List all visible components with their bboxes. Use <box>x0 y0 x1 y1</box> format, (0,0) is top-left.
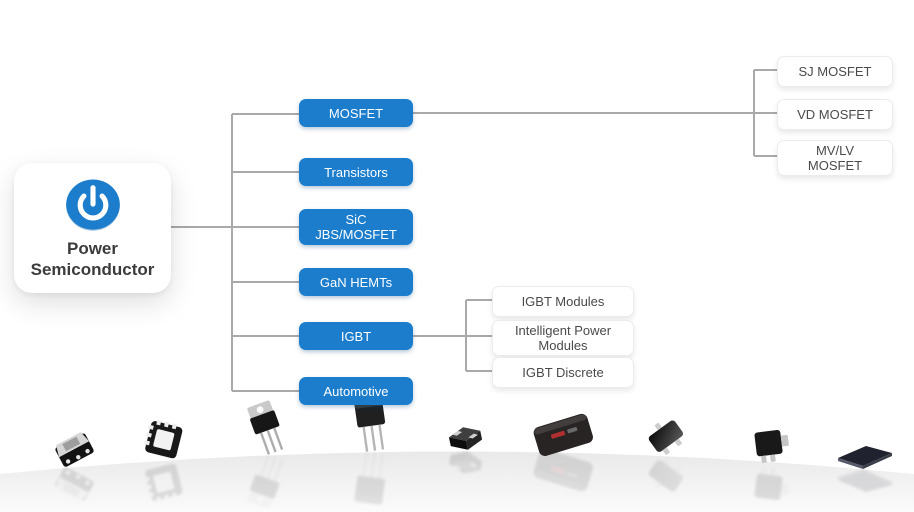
category-button-transistors[interactable]: Transistors <box>299 158 413 186</box>
dfn-package-icon <box>45 415 105 475</box>
to220-package-reflection <box>235 451 295 511</box>
smd-diode-package-icon <box>435 398 495 458</box>
category-button-mosfet[interactable]: MOSFET <box>299 99 413 127</box>
power-module-package-icon <box>527 400 599 460</box>
to220-package-icon <box>235 398 295 458</box>
qfn-bottom-package-icon <box>135 409 195 469</box>
sot23-package-icon <box>637 404 697 464</box>
to247-package-reflection <box>340 449 400 509</box>
power-icon <box>65 179 120 231</box>
leaf-card-igbt-discrete[interactable]: IGBT Discrete <box>492 357 634 388</box>
category-button-igbt[interactable]: IGBT <box>299 322 413 350</box>
qfn-flat-package-icon <box>832 416 898 476</box>
leaf-card-intelligent-power-modules[interactable]: Intelligent Power Modules <box>492 320 634 356</box>
leaf-card-igbt-modules[interactable]: IGBT Modules <box>492 286 634 317</box>
category-button-gan-hemts[interactable]: GaN HEMTs <box>299 268 413 296</box>
leaf-card-sj-mosfet[interactable]: SJ MOSFET <box>777 56 893 87</box>
root-node-label: Power Semiconductor <box>30 239 155 279</box>
leaf-card-vd-mosfet[interactable]: VD MOSFET <box>777 99 893 130</box>
sot223-package-icon <box>740 417 800 477</box>
category-button-automotive[interactable]: Automotive <box>299 377 413 405</box>
category-button-sic-jbs-mosfet[interactable]: SiC JBS/MOSFET <box>299 209 413 245</box>
root-node-power-semiconductor[interactable]: Power Semiconductor <box>14 163 171 293</box>
leaf-card-mvlv-mosfet[interactable]: MV/LV MOSFET <box>777 140 893 176</box>
